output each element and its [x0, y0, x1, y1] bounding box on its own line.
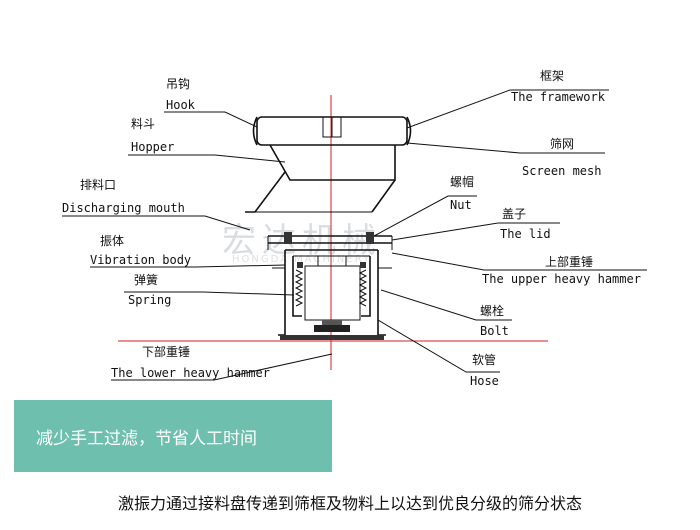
feature-banner: 减少手工过滤，节省人工时间: [14, 400, 332, 472]
label-nut: 螺帽 Nut: [450, 174, 474, 212]
description-caption: 激振力通过接料盘传递到筛框及物料上以达到优良分级的筛分状态: [117, 494, 582, 513]
watermark: 宏达机械 HONGDA MACHINERY: [222, 221, 382, 265]
watermark-sub-text: HONGDA MACHINERY: [232, 254, 371, 265]
vibrating-sieve-diagram: 宏达机械 HONGDA MACHINERY: [62, 69, 647, 388]
label-screen-mesh: 筛网 Screen mesh: [522, 136, 601, 178]
lid-assembly: [267, 232, 393, 250]
label-spring-en: Spring: [128, 293, 171, 307]
label-upper-heavy-hammer: 上部重锤 The upper heavy hammer: [482, 254, 641, 286]
banner-text: 减少手工过滤，节省人工时间: [36, 428, 257, 449]
label-hopper-en: Hopper: [131, 140, 174, 154]
label-lower-cn: 下部重锤: [142, 344, 190, 359]
label-hopper-cn: 料斗: [131, 117, 155, 131]
label-lower-heavy-hammer: 下部重锤 The lower heavy hammer: [111, 344, 270, 380]
label-bolt: 螺栓 Bolt: [480, 303, 509, 338]
label-vibration-cn: 振体: [100, 234, 124, 248]
label-screen-en: Screen mesh: [522, 164, 601, 178]
motor: [304, 255, 361, 332]
label-hook-en: Hook: [166, 98, 196, 112]
label-vibration-body: 振体 Vibration body: [90, 234, 191, 267]
label-discharging-mouth: 排料口 Discharging mouth: [62, 178, 185, 215]
label-discharging-cn: 排料口: [80, 178, 116, 192]
label-framework: 框架 The framework: [511, 69, 606, 104]
label-vibration-en: Vibration body: [90, 253, 191, 267]
label-framework-en: The framework: [511, 90, 606, 104]
label-lid-cn: 盖子: [502, 207, 526, 221]
label-hose-cn: 软管: [472, 352, 496, 367]
leader-lines: [62, 89, 647, 381]
label-spring: 弹簧 Spring: [128, 272, 171, 307]
hopper: [245, 144, 396, 213]
label-upper-en: The upper heavy hammer: [482, 272, 641, 286]
label-nut-en: Nut: [450, 198, 472, 212]
label-hook-cn: 吊钩: [166, 77, 190, 91]
label-hose: 软管 Hose: [470, 352, 499, 388]
label-hopper: 料斗 Hopper: [131, 117, 174, 154]
label-nut-cn: 螺帽: [450, 174, 474, 189]
label-lower-en: The lower heavy hammer: [111, 366, 270, 380]
label-spring-cn: 弹簧: [134, 272, 158, 287]
label-framework-cn: 框架: [540, 69, 564, 83]
sieve-frame: [252, 116, 412, 146]
label-upper-cn: 上部重锤: [545, 254, 593, 269]
label-lid-en: The lid: [500, 227, 551, 241]
label-hose-en: Hose: [470, 374, 499, 388]
label-bolt-cn: 螺栓: [480, 303, 504, 318]
springs: [272, 262, 392, 307]
label-lid: 盖子 The lid: [500, 207, 551, 241]
label-discharging-en: Discharging mouth: [62, 201, 185, 215]
label-hook: 吊钩 Hook: [166, 77, 196, 112]
label-bolt-en: Bolt: [480, 324, 509, 338]
label-screen-cn: 筛网: [550, 136, 574, 151]
watermark-logo-text: 宏达机械: [222, 221, 382, 261]
